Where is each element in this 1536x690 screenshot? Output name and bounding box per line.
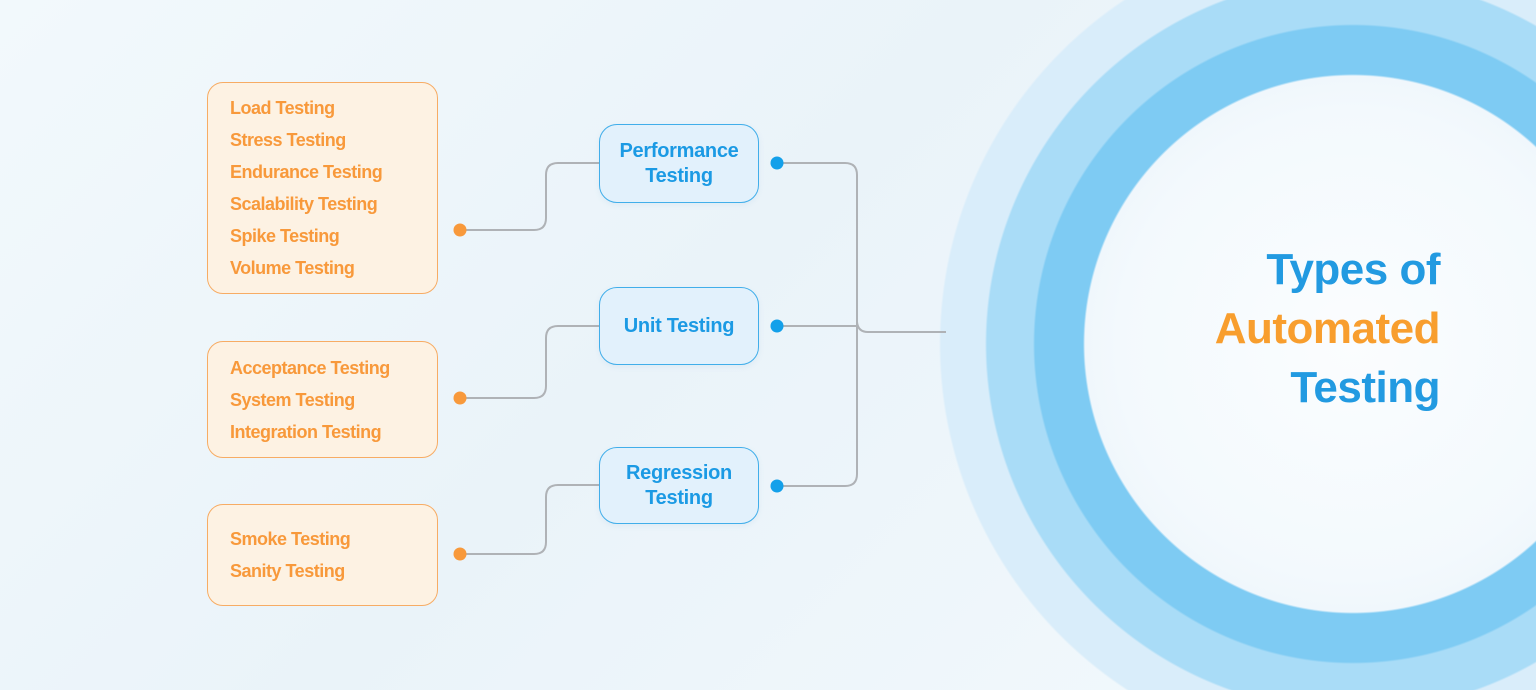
connector-dot-orange-3	[453, 547, 467, 561]
list-item: Sanity Testing	[230, 561, 345, 581]
connector-dot-blue-1	[770, 156, 784, 170]
connector-line-smoke-regression	[460, 484, 599, 555]
category-unit-testing: Unit Testing	[599, 287, 759, 365]
title-line-automated: Automated	[1214, 304, 1441, 353]
connector-dot-orange-1	[453, 223, 467, 237]
list-item: Spike Testing	[230, 226, 340, 246]
testing-group-unit-list: Acceptance Testing System Testing Integr…	[207, 341, 438, 458]
list-item: Load Testing	[230, 98, 335, 118]
category-performance-testing: Performance Testing	[599, 124, 759, 203]
diagram-title: Types of Automated Testing	[1000, 240, 1441, 417]
list-item: System Testing	[230, 389, 355, 410]
testing-group-performance-list: Load Testing Stress Testing Endurance Te…	[207, 82, 438, 294]
list-item: Volume Testing	[230, 258, 355, 278]
connector-trunk	[777, 162, 858, 487]
title-line-types-of: Types of	[1266, 245, 1440, 294]
connector-dot-orange-2	[453, 391, 467, 405]
title-line-testing: Testing	[1290, 363, 1440, 412]
list-item: Stress Testing	[230, 130, 346, 150]
list-item: Smoke Testing	[230, 529, 351, 549]
list-item: Endurance Testing	[230, 162, 383, 182]
list-item: Integration Testing	[230, 421, 382, 442]
testing-group-regression-list: Smoke Testing Sanity Testing	[207, 504, 438, 606]
list-item: Acceptance Testing	[230, 357, 390, 378]
connector-line-load-performance	[460, 162, 599, 231]
connector-dot-blue-2	[770, 319, 784, 333]
connector-line-acceptance-unit	[460, 325, 599, 399]
connector-line-trunk-circle	[856, 321, 946, 333]
category-regression-testing: Regression Testing	[599, 447, 759, 524]
category-label: Regression Testing	[626, 461, 732, 509]
category-label: Unit Testing	[623, 314, 735, 337]
list-item: Scalability Testing	[230, 194, 378, 214]
connector-dot-blue-3	[770, 479, 784, 493]
category-label: Performance Testing	[619, 139, 739, 187]
